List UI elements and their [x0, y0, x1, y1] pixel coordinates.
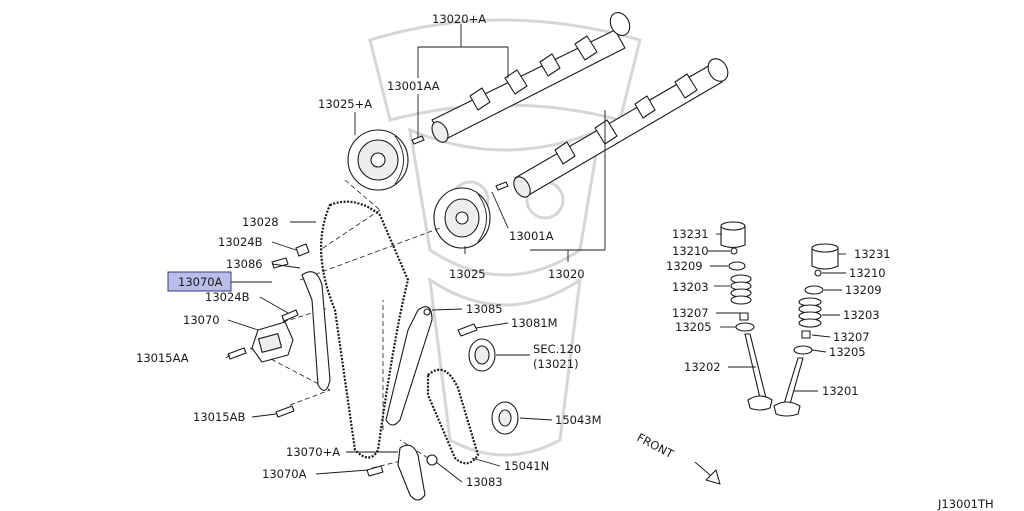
label-13203-right[interactable]: 13203 [843, 308, 880, 322]
label-13020[interactable]: 13020 [548, 267, 585, 281]
camshaft-lower[interactable] [510, 55, 731, 200]
label-13210-left[interactable]: 13210 [672, 244, 709, 258]
label-13081M[interactable]: 13081M [511, 316, 558, 330]
label-13086[interactable]: 13086 [226, 257, 263, 271]
diagram-code: J13001TH [937, 497, 994, 511]
bolt-13024B-upper[interactable] [295, 243, 310, 257]
sprocket-13025A[interactable] [347, 129, 409, 191]
valve-seal-13207-right[interactable] [801, 330, 811, 339]
spring-seat-13205-left[interactable] [735, 322, 755, 332]
label-13070A[interactable]: 13070A [262, 467, 307, 481]
label-13202[interactable]: 13202 [684, 360, 721, 374]
alignment-lines [249, 179, 441, 469]
label-13210-right[interactable]: 13210 [849, 266, 886, 280]
label-13025[interactable]: 13025 [449, 267, 486, 281]
camshaft-upper[interactable] [429, 9, 634, 145]
spring-seat-13205-right[interactable] [793, 345, 813, 355]
label-13028[interactable]: 13028 [242, 215, 279, 229]
label-13209-right[interactable]: 13209 [845, 283, 882, 297]
sprocket-13025[interactable] [433, 187, 491, 249]
valve-keeper-13210-right[interactable] [814, 269, 822, 277]
dowel-pin-13001AA[interactable] [411, 135, 425, 145]
label-13025A[interactable]: 13025+A [318, 97, 372, 111]
intake-valve-13201[interactable] [773, 357, 804, 417]
label-13207-left[interactable]: 13207 [672, 306, 709, 320]
spring-13070A[interactable] [366, 465, 384, 477]
label-13203-left[interactable]: 13203 [672, 280, 709, 294]
bolt-13015AA[interactable] [227, 347, 247, 360]
leader-lines [225, 24, 846, 483]
valve-keeper-13210-left[interactable] [730, 247, 738, 255]
label-13231-right[interactable]: 13231 [854, 247, 891, 261]
label-13209-left[interactable]: 13209 [666, 259, 703, 273]
label-13020A[interactable]: 13020+A [432, 12, 486, 26]
label-sec120-sub[interactable]: (13021) [533, 357, 579, 371]
oil-pump-tensioner-13070A[interactable] [397, 444, 426, 501]
front-arrow [694, 461, 721, 485]
oil-pump-chain-15041N[interactable] [426, 368, 480, 465]
label-13015AB[interactable]: 13015AB [193, 410, 245, 424]
valve-lifter-13231-right[interactable] [811, 243, 839, 270]
spring-retainer-13209-right[interactable] [804, 285, 824, 295]
dowel-pin-13001A[interactable] [495, 181, 509, 191]
exhaust-valve-13202[interactable] [744, 333, 773, 411]
label-13085[interactable]: 13085 [466, 302, 503, 316]
label-13083[interactable]: 13083 [466, 475, 503, 489]
label-13015AA[interactable]: 13015AA [136, 351, 189, 365]
label-13205-right[interactable]: 13205 [829, 345, 866, 359]
label-13231-left[interactable]: 13231 [672, 227, 709, 241]
highlight-box-13070A[interactable] [167, 271, 232, 292]
label-13070[interactable]: 13070 [183, 313, 220, 327]
tension-guide-13086[interactable] [301, 271, 331, 391]
label-13024B-lower[interactable]: 13024B [205, 290, 250, 304]
part-labels: 13020+A 13001AA 13025+A 13028 13024B 130… [136, 12, 994, 511]
timing-chain-13028[interactable] [320, 200, 410, 459]
label-13001A[interactable]: 13001A [509, 229, 554, 243]
label-13001AA[interactable]: 13001AA [387, 79, 440, 93]
bolt-13015AB[interactable] [275, 405, 295, 418]
label-13205-left[interactable]: 13205 [675, 320, 712, 334]
label-15041N[interactable]: 15041N [504, 459, 549, 473]
valve-spring-13203-left[interactable] [730, 274, 752, 305]
oil-pump-sprocket-15043M[interactable] [491, 401, 519, 435]
spring-retainer-13209-left[interactable] [728, 261, 746, 271]
pin-13086[interactable] [271, 257, 289, 269]
label-13024B-upper[interactable]: 13024B [218, 235, 263, 249]
bolt-13024B-lower[interactable] [281, 309, 299, 322]
label-13201[interactable]: 13201 [822, 384, 859, 398]
label-13070A-highlighted[interactable]: 13070A [178, 275, 223, 289]
valve-spring-13203-right[interactable] [798, 297, 822, 328]
valve-seal-13207-left[interactable] [739, 312, 749, 321]
bolt-13083[interactable] [426, 454, 438, 466]
chain-guide-13085[interactable] [385, 306, 433, 426]
front-label: FRONT [635, 430, 677, 461]
crank-sprocket-13021[interactable] [468, 338, 496, 372]
bolt-13081M[interactable] [457, 323, 478, 337]
label-15043M[interactable]: 15043M [555, 413, 602, 427]
chain-tensioner-13070[interactable] [251, 321, 294, 363]
label-13207-right[interactable]: 13207 [833, 330, 870, 344]
valve-lifter-13231-left[interactable] [720, 221, 746, 249]
label-13070plusA[interactable]: 13070+A [286, 445, 340, 459]
label-sec120[interactable]: SEC.120 [533, 342, 581, 356]
